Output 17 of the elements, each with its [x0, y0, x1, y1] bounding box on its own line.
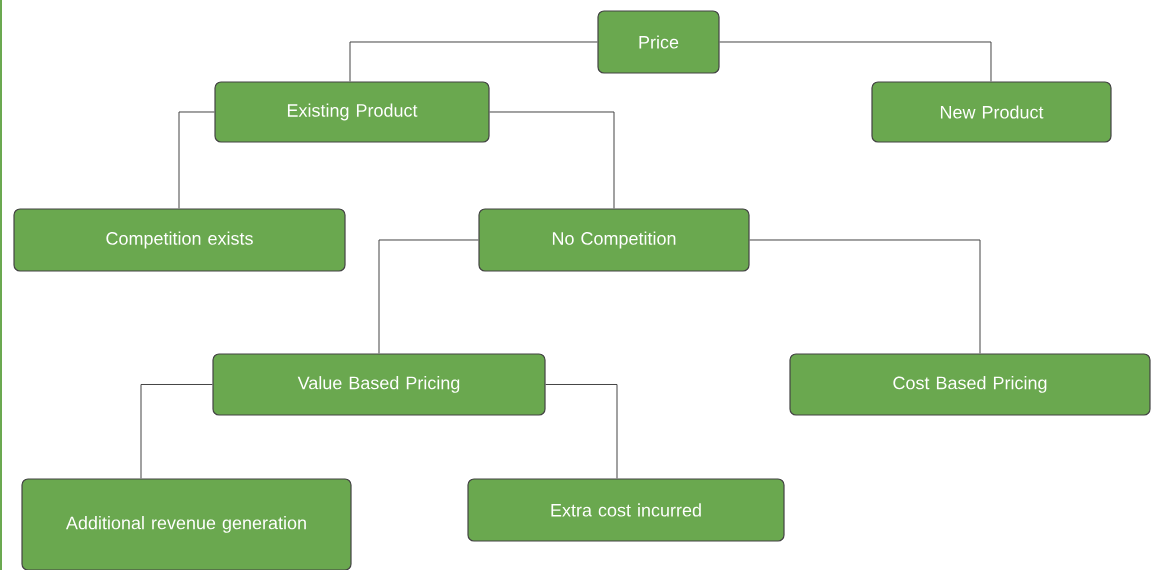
connector-line — [178, 111, 215, 209]
connector-line — [719, 41, 992, 82]
process-box: Additional revenue generation — [21, 478, 352, 570]
process-box: Extra cost incurred — [467, 478, 785, 542]
process-box: Price — [597, 10, 720, 74]
process-box: Value Based Pricing — [212, 353, 546, 416]
connector-line — [489, 111, 615, 209]
process-box: New Product — [871, 81, 1112, 143]
process-box: Competition exists — [13, 208, 346, 272]
process-box: Cost Based Pricing — [789, 353, 1151, 416]
process-box: Existing Product — [214, 81, 490, 143]
connector-line — [545, 384, 618, 479]
connector-line — [349, 41, 598, 82]
connector-line — [378, 239, 479, 354]
connector-line — [140, 384, 213, 479]
connector-line — [749, 239, 981, 354]
process-box: No Competition — [478, 208, 750, 272]
